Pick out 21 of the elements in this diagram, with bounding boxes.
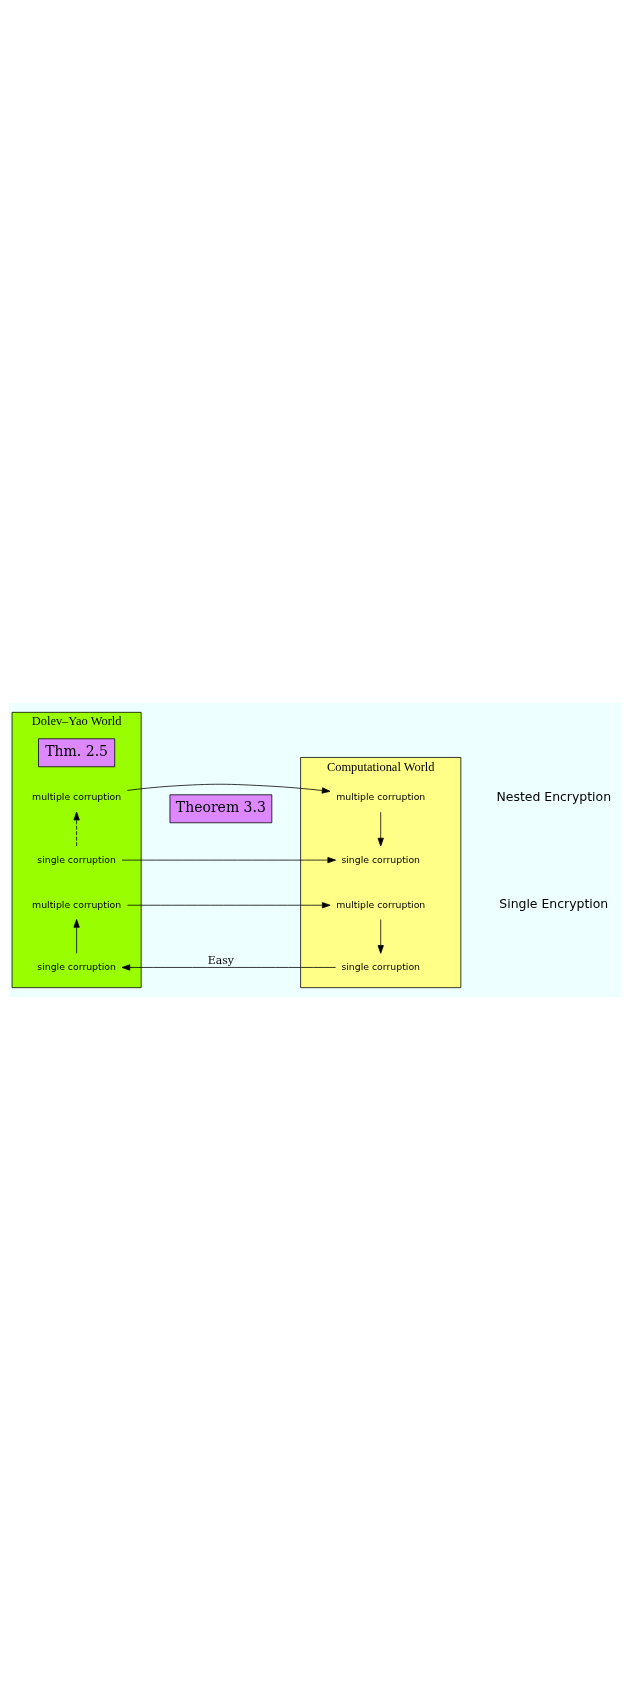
node-text: single corruption — [37, 960, 116, 972]
node-text: multiple corruption — [32, 898, 122, 910]
node-text: single corruption — [341, 960, 421, 972]
node-text: multiple corruption — [336, 898, 426, 910]
arrow — [126, 783, 331, 794]
node-text: single corruption — [341, 853, 421, 865]
arrow — [126, 902, 331, 909]
arrow — [377, 811, 384, 847]
label: Single Encryption — [499, 896, 609, 912]
node-box: Thm. 2.5 — [38, 738, 116, 768]
arrow — [121, 964, 336, 971]
arrow — [377, 919, 384, 954]
arrow — [121, 857, 336, 864]
node-text: single corruption — [37, 853, 116, 865]
edge-label: Easy — [207, 954, 234, 968]
arrow — [73, 811, 80, 847]
node-text: multiple corruption — [336, 791, 426, 803]
arrow — [73, 919, 80, 954]
node-text: multiple corruption — [32, 791, 122, 803]
label: Nested Encryption — [496, 788, 612, 804]
node-box: Theorem 3.3 — [169, 794, 273, 824]
